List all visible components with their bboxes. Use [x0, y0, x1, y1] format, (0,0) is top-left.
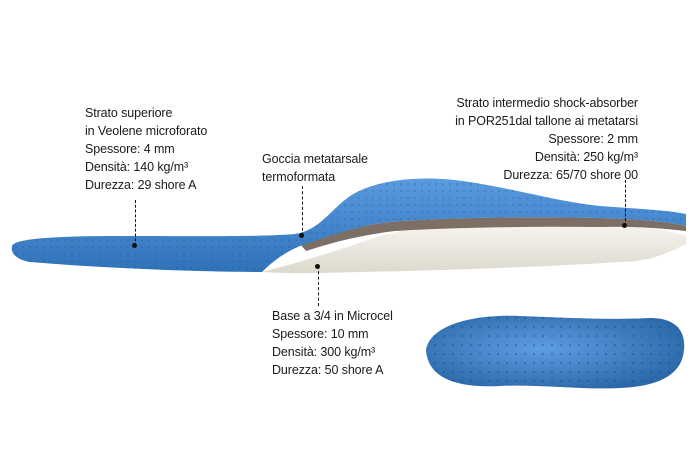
mid-layer-title: Strato intermedio shock-absorber: [456, 96, 638, 110]
top-layer-hardness: Durezza: 29 shore A: [85, 178, 197, 192]
base-callout: Base a 3/4 in Microcel Spessore: 10 mm D…: [272, 307, 393, 379]
base-density: Densità: 300 kg/m³: [272, 345, 376, 359]
metatarsal-leader: [302, 186, 303, 236]
base-title: Base a 3/4 in Microcel: [272, 309, 393, 323]
top-layer-material: in Veolene microforato: [85, 124, 208, 138]
top-layer-callout: Strato superiore in Veolene microforato …: [85, 104, 207, 194]
metatarsal-callout: Goccia metatarsale termoformata: [262, 150, 368, 186]
mid-layer-thickness: Spessore: 2 mm: [548, 132, 638, 146]
metatarsal-marker: [299, 233, 304, 238]
top-layer-density: Densità: 140 kg/m³: [85, 160, 189, 174]
mid-layer-callout: Strato intermedio shock-absorber in POR2…: [455, 94, 638, 184]
mid-layer-hardness: Durezza: 65/70 shore 00: [503, 168, 638, 182]
top-layer-leader: [135, 200, 136, 246]
insole-bottom-view: [426, 315, 685, 389]
mid-layer-leader: [625, 180, 626, 226]
top-layer-marker: [132, 243, 137, 248]
mid-layer-material: in POR251dal tallone ai metatarsi: [455, 114, 638, 128]
metatarsal-title: Goccia metatarsale: [262, 152, 368, 166]
mid-layer-density: Densità: 250 kg/m³: [534, 150, 638, 164]
base-hardness: Durezza: 50 shore A: [272, 363, 384, 377]
base-marker: [315, 264, 320, 269]
top-layer-thickness: Spessore: 4 mm: [85, 142, 175, 156]
top-layer-title: Strato superiore: [85, 106, 173, 120]
mid-layer: [300, 217, 686, 251]
metatarsal-subtitle: termoformata: [262, 170, 336, 184]
base-leader: [318, 266, 319, 306]
base-layer: [262, 221, 686, 274]
mid-layer-marker: [622, 223, 627, 228]
base-thickness: Spessore: 10 mm: [272, 327, 369, 341]
